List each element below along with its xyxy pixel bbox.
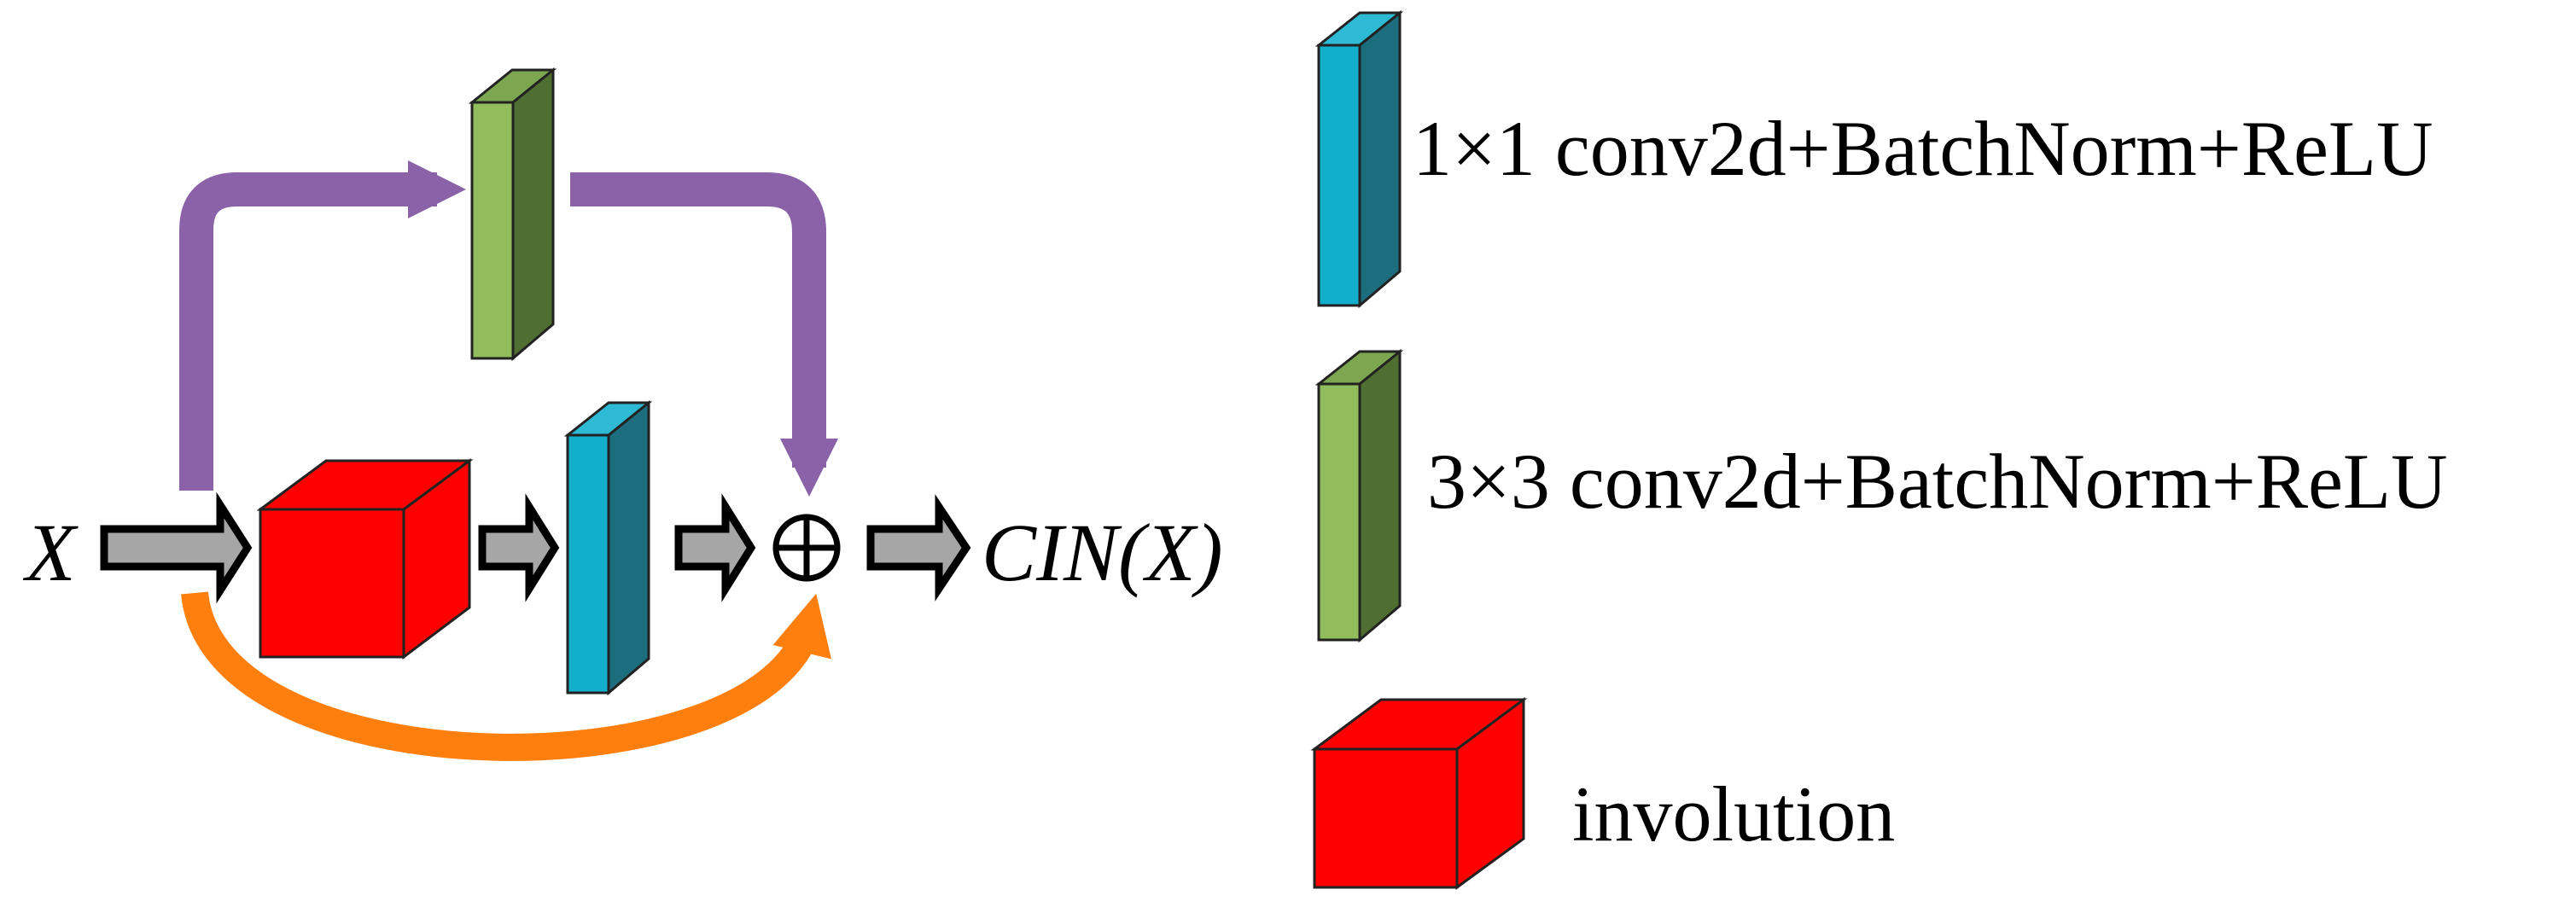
legend-conv1x1-icon	[1314, 9, 1404, 309]
legend-involution-icon	[1310, 697, 1528, 890]
output-label: CIN(X)	[982, 507, 1223, 598]
block-arrow-icon	[866, 494, 971, 602]
legend-involution-label: involution	[1572, 770, 1895, 857]
block-arrow-icon	[674, 493, 756, 602]
purple-path-to-conv3x3	[179, 160, 467, 491]
conv3x3-block	[468, 67, 557, 362]
legend-conv3x3-icon	[1314, 348, 1404, 643]
input-label: X	[22, 507, 79, 598]
conv1x1-block	[563, 399, 653, 696]
oplus-icon	[772, 514, 841, 582]
legend-conv3x3-label: 3×3 conv2d+BatchNorm+ReLU	[1427, 438, 2448, 525]
involution-cube	[256, 458, 474, 660]
purple-path-to-sum	[570, 172, 839, 497]
block-arrow-icon	[478, 493, 560, 602]
block-arrow-icon	[100, 491, 253, 604]
legend-conv1x1-label: 1×1 conv2d+BatchNorm+ReLU	[1413, 105, 2433, 192]
orange-skip-path	[181, 590, 831, 761]
